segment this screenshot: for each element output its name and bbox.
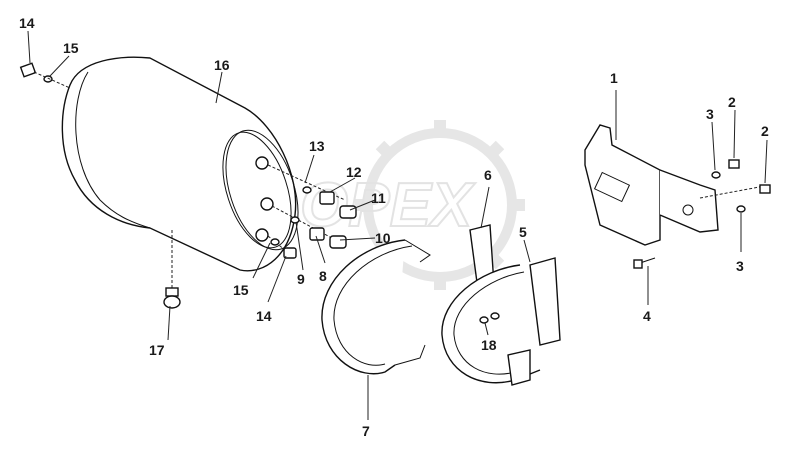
callout-15: 15 [233, 282, 249, 298]
watermark-logo: OPEX [299, 120, 525, 290]
callout-9: 9 [297, 271, 305, 287]
callout-17: 17 [149, 342, 165, 358]
callout-3: 3 [706, 106, 714, 122]
callout-12: 12 [346, 164, 362, 180]
callout-2: 2 [728, 94, 736, 110]
air-tank-cylinder [61, 56, 299, 272]
watermark-text: OPEX [300, 171, 476, 240]
callout-8: 8 [319, 268, 327, 284]
callout-6: 6 [484, 167, 492, 183]
tank-strap-left [321, 239, 431, 375]
callout-10: 10 [375, 230, 391, 246]
fittings-group [267, 164, 357, 259]
callout-16: 16 [214, 57, 230, 73]
mounting-bracket [584, 124, 771, 246]
callout-5: 5 [519, 224, 527, 240]
callout-14: 14 [256, 308, 272, 324]
callout-labels: 1 2 2 3 3 4 5 6 7 8 9 10 11 12 13 14 14 … [19, 15, 769, 439]
callout-13: 13 [309, 138, 325, 154]
plug-and-washer-top [19, 62, 71, 89]
callout-15: 15 [63, 40, 79, 56]
callout-1: 1 [610, 70, 618, 86]
nuts-18 [479, 312, 500, 324]
bolt-4 [633, 257, 656, 269]
leader-lines [27, 30, 768, 420]
callout-7: 7 [362, 423, 370, 439]
callout-3: 3 [736, 258, 744, 274]
callout-2: 2 [761, 123, 769, 139]
callout-14: 14 [19, 15, 35, 31]
washers-nuts-2-3 [711, 159, 771, 213]
drain-valve-part [163, 230, 181, 309]
callout-11: 11 [371, 190, 386, 206]
tank-strap-right [441, 224, 561, 386]
callout-18: 18 [481, 337, 497, 353]
callout-4: 4 [643, 308, 651, 324]
